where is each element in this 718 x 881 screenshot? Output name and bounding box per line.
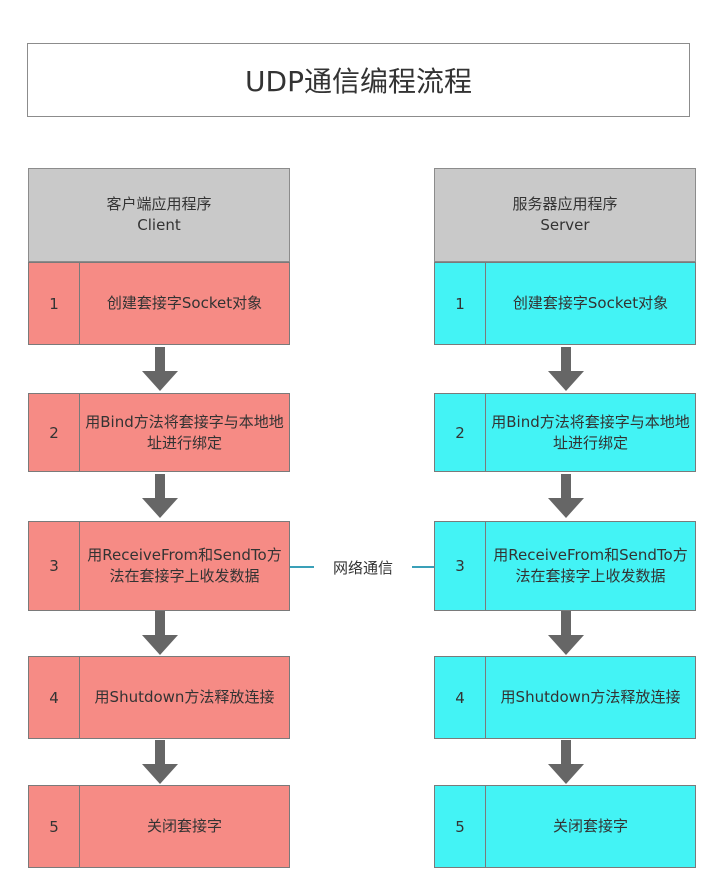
- client-arrow-2-3: [142, 474, 178, 518]
- step-number: 5: [435, 786, 486, 867]
- step-number: 4: [435, 657, 486, 738]
- step-text: 创建套接字Socket对象: [512, 294, 669, 312]
- step-text: 创建套接字Socket对象: [106, 294, 263, 312]
- step-text: 用Bind方法将套接字与本地地址进行绑定: [85, 412, 284, 452]
- diagram-title: UDP通信编程流程: [27, 43, 690, 117]
- step-number: 4: [29, 657, 80, 738]
- client-step-4: 4 用Shutdown方法释放连接: [28, 656, 290, 739]
- client-header-subtitle: Client: [137, 216, 181, 234]
- client-step-1: 1 创建套接字Socket对象: [28, 262, 290, 345]
- step-number: 2: [29, 394, 80, 471]
- step-text: 用Shutdown方法释放连接: [94, 688, 275, 706]
- step-number: 1: [435, 263, 486, 344]
- step-number: 1: [29, 263, 80, 344]
- client-arrow-4-5: [142, 740, 178, 784]
- server-step-5: 5 关闭套接字: [434, 785, 696, 868]
- server-arrow-3-4: [548, 611, 584, 655]
- server-arrow-2-3: [548, 474, 584, 518]
- step-text: 关闭套接字: [552, 817, 628, 835]
- server-arrow-1-2: [548, 347, 584, 391]
- client-arrow-3-4: [142, 611, 178, 655]
- client-header-title: 客户端应用程序: [106, 195, 212, 213]
- server-step-4: 4 用Shutdown方法释放连接: [434, 656, 696, 739]
- client-step-3: 3 用ReceiveFrom和SendTo方法在套接字上收发数据: [28, 521, 290, 611]
- connector-line-left: [290, 566, 314, 568]
- client-step-5: 5 关闭套接字: [28, 785, 290, 868]
- step-text: 用Bind方法将套接字与本地地址进行绑定: [491, 412, 690, 452]
- step-text: 用ReceiveFrom和SendTo方法在套接字上收发数据: [87, 546, 282, 585]
- connector-label: 网络通信: [332, 558, 393, 577]
- server-step-2: 2 用Bind方法将套接字与本地地址进行绑定: [434, 393, 696, 472]
- client-arrow-1-2: [142, 347, 178, 391]
- step-text: 用Shutdown方法释放连接: [500, 688, 681, 706]
- server-step-3: 3 用ReceiveFrom和SendTo方法在套接字上收发数据: [434, 521, 696, 611]
- step-text: 用ReceiveFrom和SendTo方法在套接字上收发数据: [493, 546, 688, 585]
- step-number: 3: [29, 522, 80, 610]
- connector-line-right: [412, 566, 434, 568]
- step-number: 3: [435, 522, 486, 610]
- client-step-2: 2 用Bind方法将套接字与本地地址进行绑定: [28, 393, 290, 472]
- step-number: 5: [29, 786, 80, 867]
- server-arrow-4-5: [548, 740, 584, 784]
- step-text: 关闭套接字: [146, 817, 222, 835]
- server-header-title: 服务器应用程序: [512, 195, 618, 213]
- server-header: 服务器应用程序 Server: [434, 168, 696, 262]
- server-step-1: 1 创建套接字Socket对象: [434, 262, 696, 345]
- server-header-subtitle: Server: [540, 216, 590, 234]
- client-header: 客户端应用程序 Client: [28, 168, 290, 262]
- step-number: 2: [435, 394, 486, 471]
